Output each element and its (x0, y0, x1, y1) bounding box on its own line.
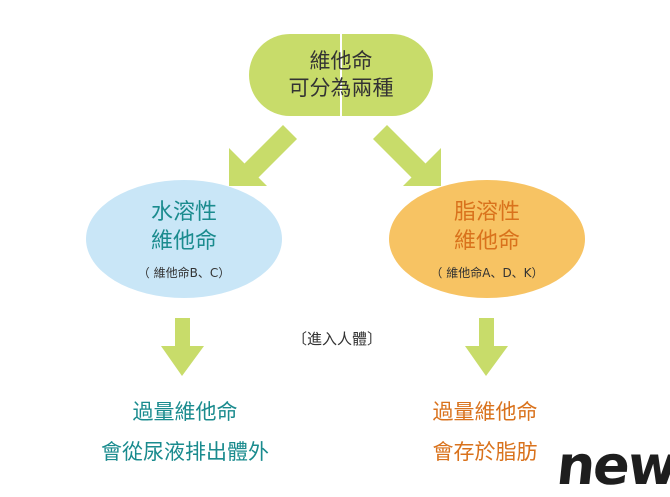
fat-soluble-title-1: 脂溶性 (453, 200, 520, 225)
root-line-1: 維他命 (309, 49, 373, 73)
fat-soluble-sub: （ 維他命A、D、K） (430, 266, 544, 280)
fat-soluble-result: 過量維他命 會存於脂肪 (380, 392, 590, 472)
news-logo: news (553, 434, 670, 497)
water-soluble-result-1: 過量維他命 (132, 400, 238, 424)
water-soluble-title-1: 水溶性 (150, 200, 217, 225)
fat-soluble-title: 脂溶性 維他命 (389, 198, 585, 256)
water-soluble-title-2: 維他命 (150, 229, 217, 254)
center-label: 〔進入人體〕 (291, 330, 382, 348)
water-soluble-result-2: 會從尿液排出體外 (101, 440, 269, 464)
root-line-2: 可分為兩種 (288, 76, 394, 100)
water-soluble-node: 水溶性 維他命 （ 維他命B、C） (86, 180, 282, 298)
water-soluble-title: 水溶性 維他命 (86, 198, 282, 256)
water-soluble-result: 過量維他命 會從尿液排出體外 (60, 392, 310, 472)
root-node: 維他命 可分為兩種 (249, 34, 433, 116)
fat-soluble-title-2: 維他命 (453, 229, 520, 254)
fat-soluble-node: 脂溶性 維他命 （ 維他命A、D、K） (389, 180, 585, 298)
water-soluble-sub: （ 維他命B、C） (137, 266, 231, 280)
fat-soluble-result-2: 會存於脂肪 (432, 440, 538, 464)
fat-soluble-result-1: 過量維他命 (432, 400, 538, 424)
root-node-text: 維他命 可分為兩種 (249, 48, 433, 102)
pill-divider (340, 34, 342, 116)
